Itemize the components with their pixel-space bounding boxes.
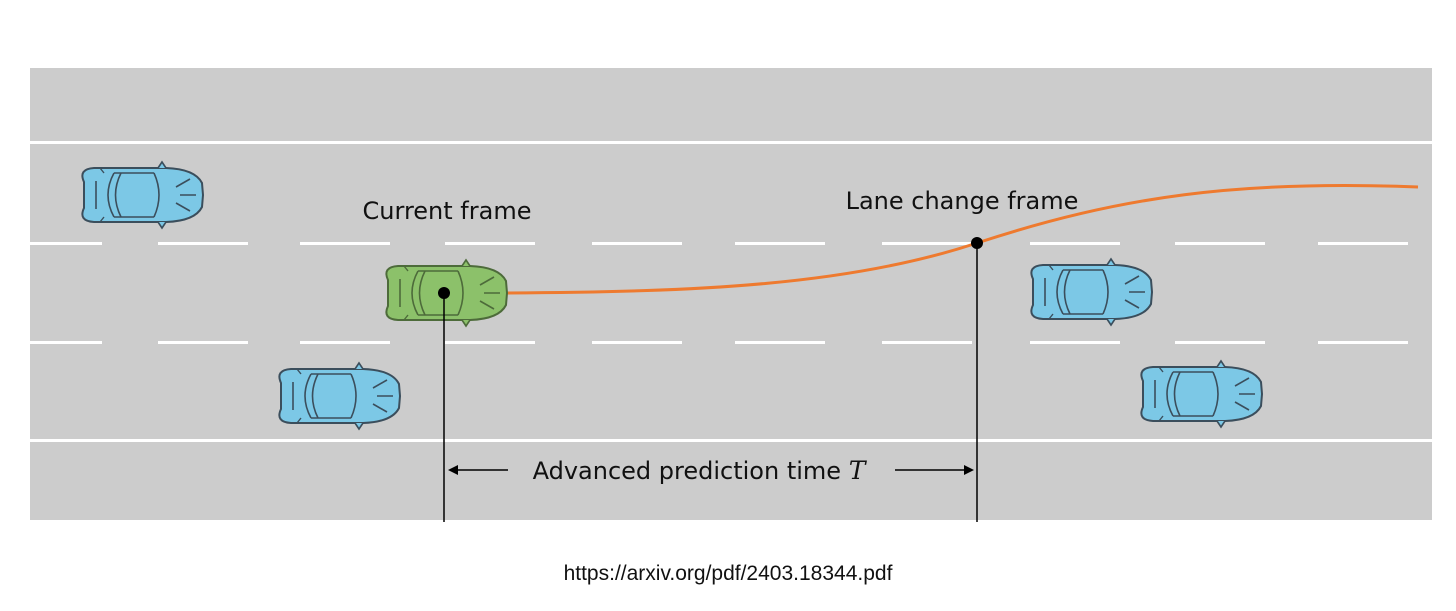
lane-change-frame-label: Lane change frame <box>846 187 1079 215</box>
lane-dash <box>882 242 972 245</box>
source-url: https://arxiv.org/pdf/2403.18344.pdf <box>563 562 893 585</box>
prediction-time-text: Advanced prediction time <box>533 457 849 485</box>
lane-dash <box>735 242 825 245</box>
lane-dash <box>1175 341 1265 344</box>
lane-divider-lower <box>30 341 1408 344</box>
lane-dash <box>30 341 102 344</box>
lane-dash <box>882 341 972 344</box>
lane-dash <box>445 242 535 245</box>
lane-dash <box>592 242 682 245</box>
lane-dash <box>300 242 390 245</box>
car-icon <box>1030 258 1153 326</box>
lane-dash <box>592 341 682 344</box>
lane-divider-upper <box>30 242 1408 245</box>
car-icon <box>1140 360 1263 428</box>
lane-dash <box>1030 242 1120 245</box>
car-icon <box>278 362 401 430</box>
road-edge-line-bottom <box>30 439 1432 442</box>
prediction-time-arrow-right <box>895 465 974 475</box>
lane-dash <box>1030 341 1120 344</box>
current-frame-point <box>438 287 450 299</box>
lane-change-point <box>971 237 983 249</box>
prediction-time-label: Advanced prediction time T <box>533 456 868 485</box>
lane-dash <box>158 242 248 245</box>
prediction-time-symbol: T <box>849 456 868 485</box>
lane-dash <box>300 341 390 344</box>
lane-dash <box>30 242 102 245</box>
lane-dash <box>1318 242 1408 245</box>
lane-dash <box>735 341 825 344</box>
road-edge-line-top <box>30 141 1432 144</box>
car-icon <box>81 161 205 229</box>
lane-dash <box>1175 242 1265 245</box>
lane-dash <box>158 341 248 344</box>
road <box>30 68 1432 520</box>
prediction-time-arrow-left <box>448 465 508 475</box>
lane-dash <box>445 341 535 344</box>
current-frame-label: Current frame <box>363 197 532 225</box>
lane-dash <box>1318 341 1408 344</box>
